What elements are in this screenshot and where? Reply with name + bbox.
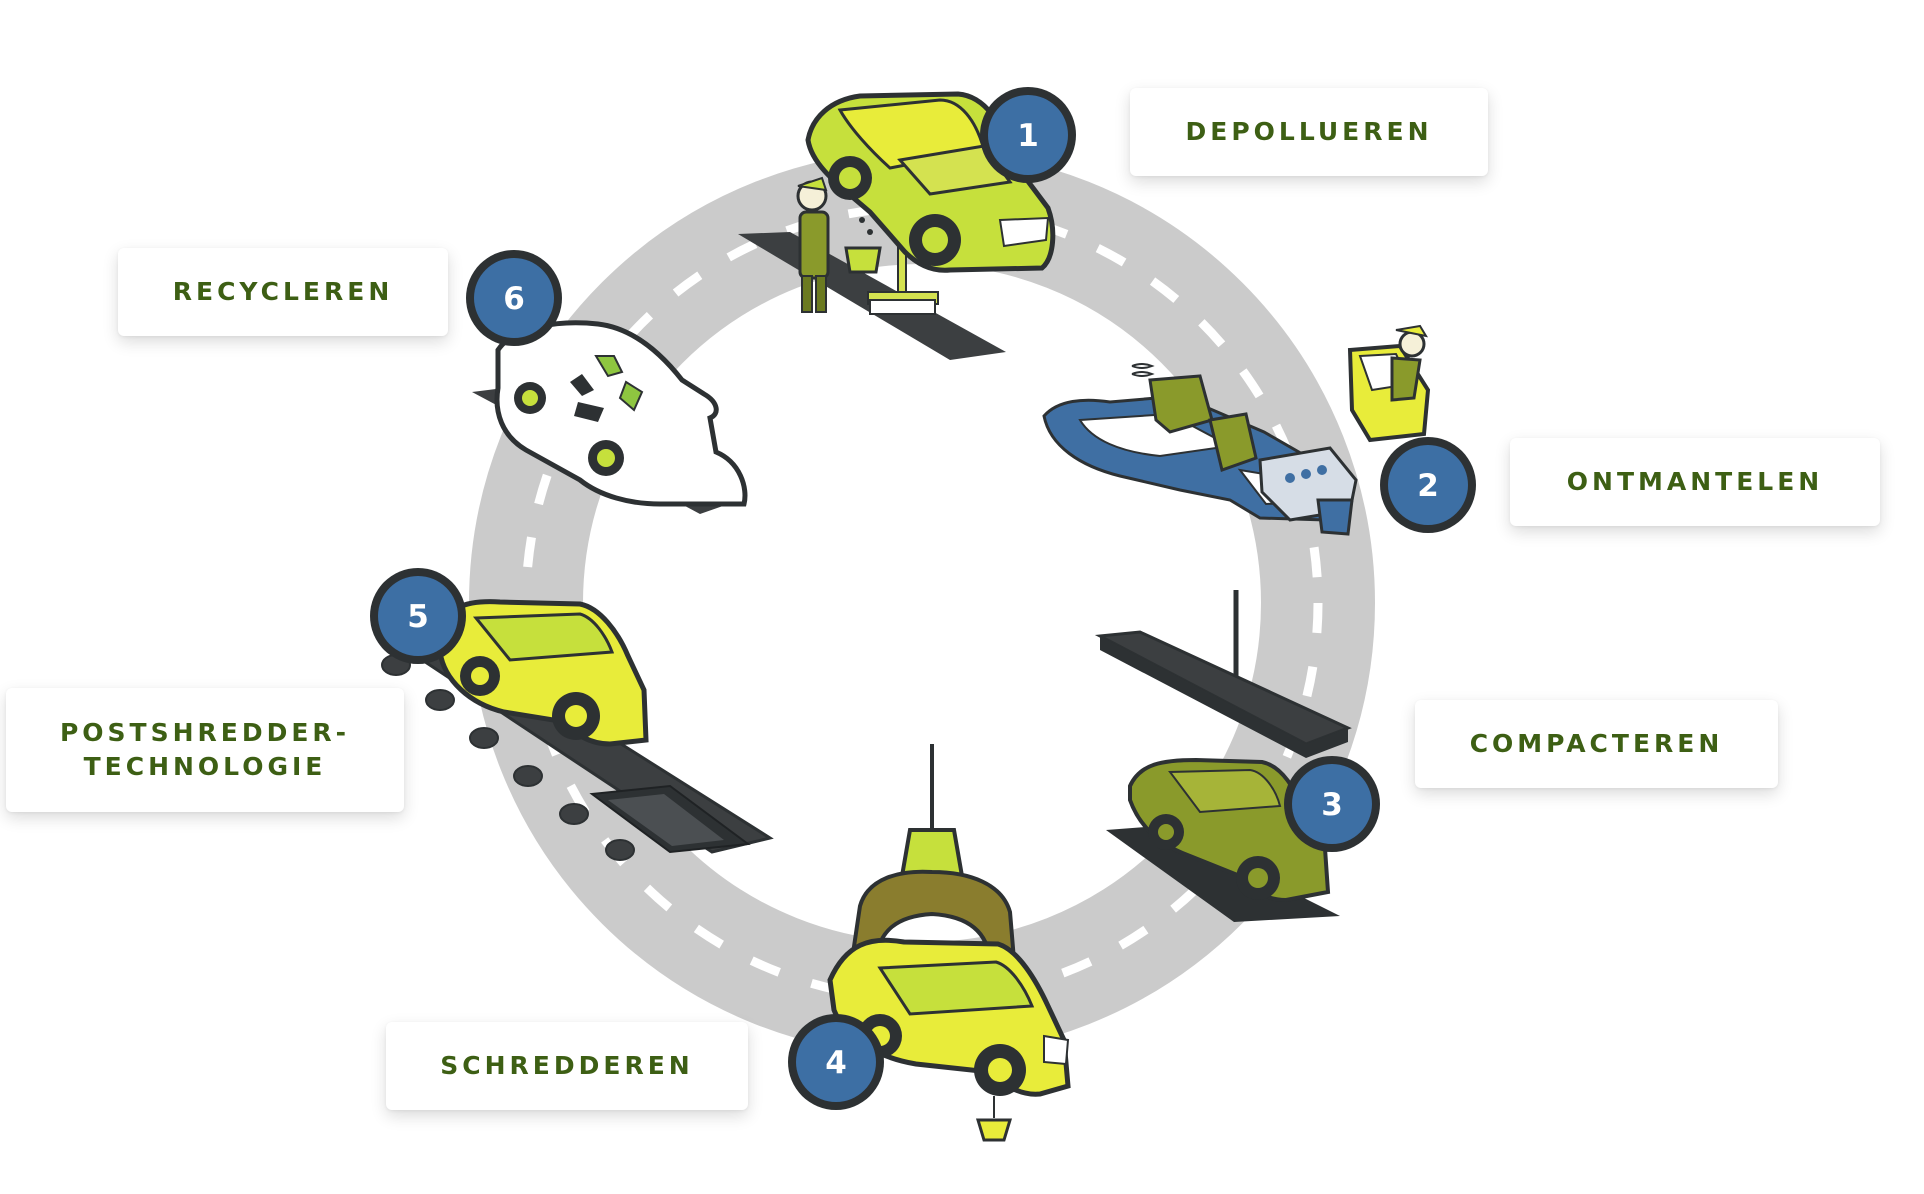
label-ontmantelen[interactable]: ONTMANTELEN [1510,438,1880,526]
label-recycleren[interactable]: RECYCLEREN [118,248,448,336]
step-number-6: 6 [503,281,525,317]
label-ontmantelen-text: ONTMANTELEN [1566,467,1824,496]
step-number-4: 4 [825,1045,847,1081]
label-compacteren-text: COMPACTEREN [1469,729,1724,758]
label-postshredder-line-1: POSTSHREDDER- [59,718,351,747]
car-on-lift-with-worker-icon: 1 [738,87,1076,360]
crane-grabber-car-icon: 4 [788,744,1071,1142]
car-press-icon: 3 [1094,590,1380,922]
step-number-1: 1 [1017,118,1039,154]
step-number-3: 3 [1321,787,1343,823]
label-schredderen[interactable]: SCHREDDEREN [386,1022,748,1110]
conveyor-belt-car-icon: 5 [370,568,774,861]
label-postshredder-technologie[interactable]: POSTSHREDDER- TECHNOLOGIE [6,688,404,812]
step-number-2: 2 [1417,468,1439,504]
dismantled-car-parts-icon: 2 [1042,324,1476,536]
recycled-car-icon: 6 [466,250,748,514]
label-schredderen-text: SCHREDDEREN [440,1051,694,1080]
label-recycleren-text: RECYCLEREN [172,277,394,306]
label-postshredder-line-2: TECHNOLOGIE [83,752,327,781]
label-depollueren[interactable]: DEPOLLUEREN [1130,88,1488,176]
step-number-5: 5 [407,599,429,635]
label-compacteren[interactable]: COMPACTEREN [1415,700,1778,788]
label-depollueren-text: DEPOLLUEREN [1185,117,1433,146]
